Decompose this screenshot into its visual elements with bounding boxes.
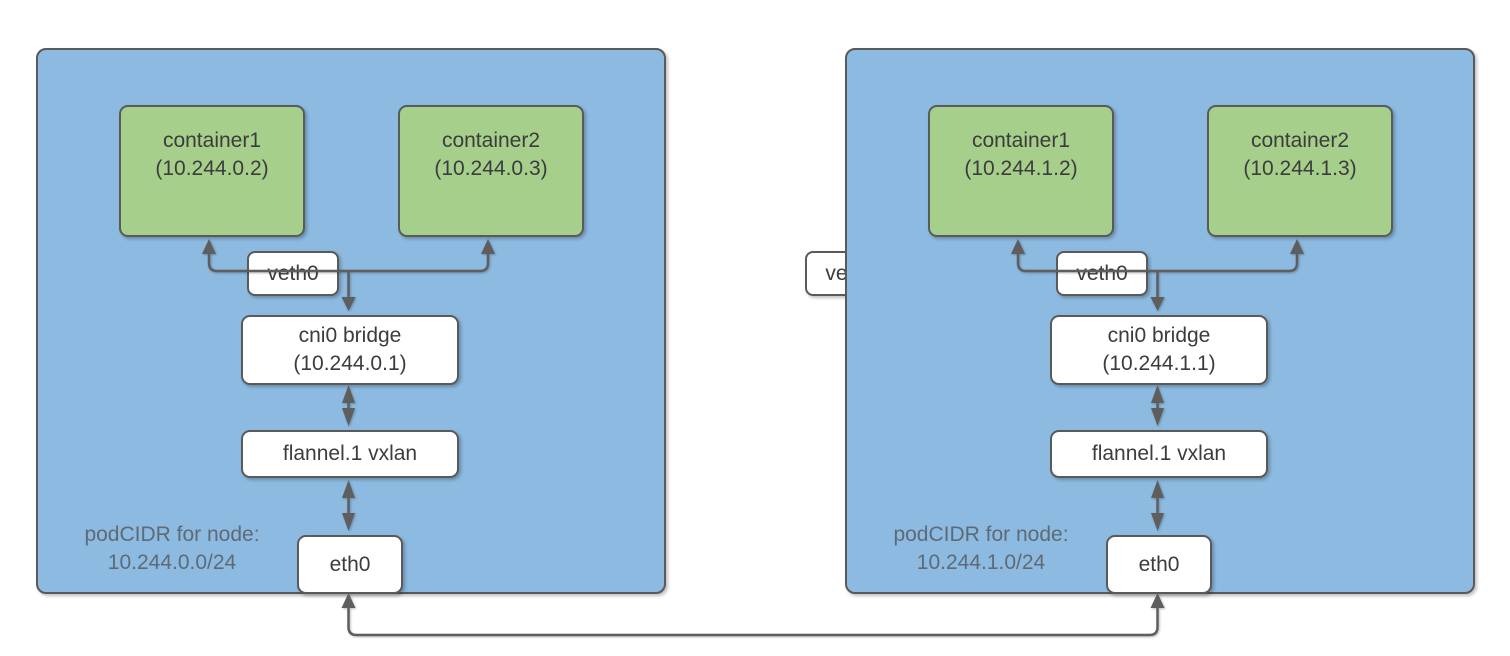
- container-ip: (10.244.0.2): [155, 157, 269, 180]
- veth-label: veth0: [1076, 261, 1128, 285]
- podcidr-value: 10.244.0.0/24: [107, 551, 237, 574]
- internode-wire: [347, 606, 1159, 637]
- container-name: container2: [441, 129, 541, 152]
- bridge-name: cni0 bridge: [1107, 324, 1211, 347]
- node-2-cni0-bridge: cni0 bridge (10.244.1.1): [1050, 315, 1268, 385]
- node-2-container-2: container2 (10.244.1.3) veth1: [1207, 105, 1393, 237]
- node-2-veth0: veth0: [1056, 251, 1148, 296]
- node-1-cni0-bridge: cni0 bridge (10.244.0.1): [241, 315, 459, 385]
- node-1-container-1: container1 (10.244.0.2) veth0: [119, 105, 339, 296]
- arrowhead-up-icon: [341, 593, 356, 608]
- bridge-ip: (10.244.0.1): [293, 352, 407, 375]
- node-2: container1 (10.244.1.2) veth0 container2…: [845, 48, 1475, 594]
- podcidr-caption: podCIDR for node:: [893, 523, 1069, 546]
- container-ip: (10.244.1.2): [964, 157, 1078, 180]
- nic-label: eth0: [329, 552, 371, 576]
- podcidr-caption: podCIDR for node:: [84, 523, 260, 546]
- vxlan-label: flannel.1 vxlan: [1091, 442, 1227, 465]
- eth0-eth0-connector: [341, 593, 1165, 637]
- bridge-ip: (10.244.1.1): [1102, 352, 1216, 375]
- container-name: container1: [971, 129, 1071, 152]
- node-1-eth0: eth0: [297, 535, 403, 594]
- arrowhead-up-icon: [1150, 593, 1165, 608]
- node-2-podcidr-label: podCIDR for node: 10.244.1.0/24: [855, 521, 1107, 577]
- container-name: container2: [1250, 129, 1350, 152]
- node-2-container-1: container1 (10.244.1.2) veth0: [928, 105, 1148, 296]
- veth-label: veth0: [267, 261, 319, 285]
- node-1-flannel-vxlan: flannel.1 vxlan: [241, 430, 459, 478]
- container-ip: (10.244.1.3): [1243, 157, 1357, 180]
- container-name: container1: [162, 129, 262, 152]
- nic-label: eth0: [1138, 552, 1180, 576]
- node-1: container1 (10.244.0.2) veth0 container2…: [36, 48, 897, 594]
- node-2-eth0: eth0: [1106, 535, 1212, 594]
- node-1-container-2: container2 (10.244.0.3) veth1: [398, 105, 897, 296]
- bridge-name: cni0 bridge: [298, 324, 402, 347]
- node-1-veth0: veth0: [247, 251, 339, 296]
- node-2-flannel-vxlan: flannel.1 vxlan: [1050, 430, 1268, 478]
- container-ip: (10.244.0.3): [434, 157, 548, 180]
- vxlan-label: flannel.1 vxlan: [282, 442, 418, 465]
- podcidr-value: 10.244.1.0/24: [916, 551, 1046, 574]
- node-1-podcidr-label: podCIDR for node: 10.244.0.0/24: [46, 521, 298, 577]
